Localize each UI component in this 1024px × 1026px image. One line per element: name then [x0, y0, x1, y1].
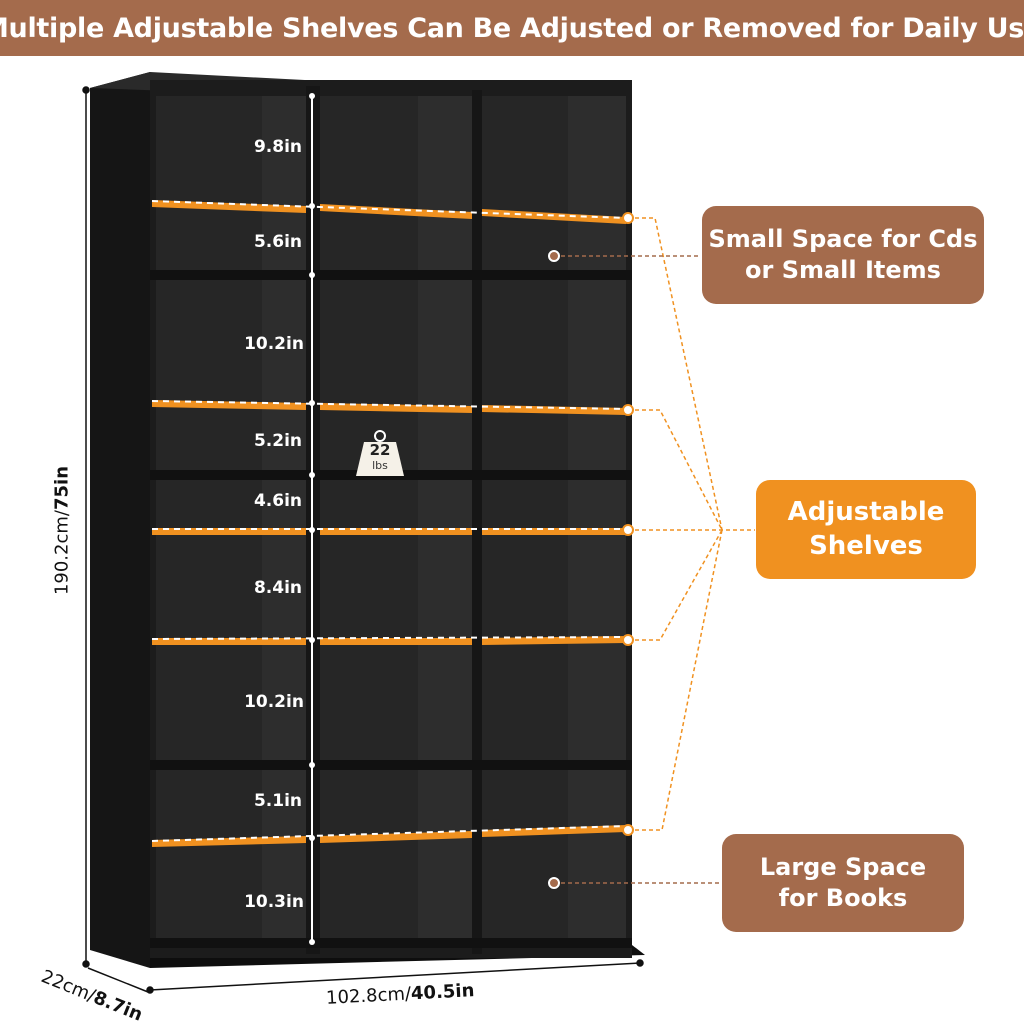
adjustable-shelf	[151, 200, 627, 224]
shelf-height-label: 8.4in	[253, 578, 303, 598]
shelf-height-label: 10.2in	[244, 692, 304, 712]
fixed-shelf	[150, 938, 632, 948]
column-divider-2	[472, 90, 482, 954]
callout-adjustable-shelves: Adjustable Shelves	[756, 480, 976, 579]
shelf-height-label: 4.6in	[253, 491, 303, 511]
adjustable-shelf	[151, 636, 627, 645]
adjustable-shelf	[151, 825, 627, 847]
weight-icon	[356, 430, 404, 476]
height-dimension: 190.2cm/75in	[51, 465, 73, 596]
adjustable-shelf	[151, 400, 627, 415]
weight-value: 22	[369, 441, 391, 459]
banner-title: Multiple Adjustable Shelves Can Be Adjus…	[0, 0, 1024, 56]
fixed-shelf	[150, 270, 632, 280]
adjustable-shelf	[152, 528, 626, 535]
shelf-height-label: 10.3in	[244, 892, 304, 912]
callout-large-space: Large Space for Books	[722, 834, 964, 932]
shelf-height-label: 5.2in	[253, 431, 303, 451]
shelf-height-label: 10.2in	[244, 334, 304, 354]
weight-unit: lbs	[372, 459, 388, 472]
cabinet-side-panel	[90, 72, 150, 968]
shelf-height-label: 5.1in	[253, 791, 303, 811]
callout-small-space: Small Space for Cds or Small Items	[702, 206, 984, 304]
shelf-height-label: 5.6in	[253, 232, 303, 252]
fixed-shelf	[150, 760, 632, 770]
shelf-height-label: 9.8in	[253, 137, 303, 157]
